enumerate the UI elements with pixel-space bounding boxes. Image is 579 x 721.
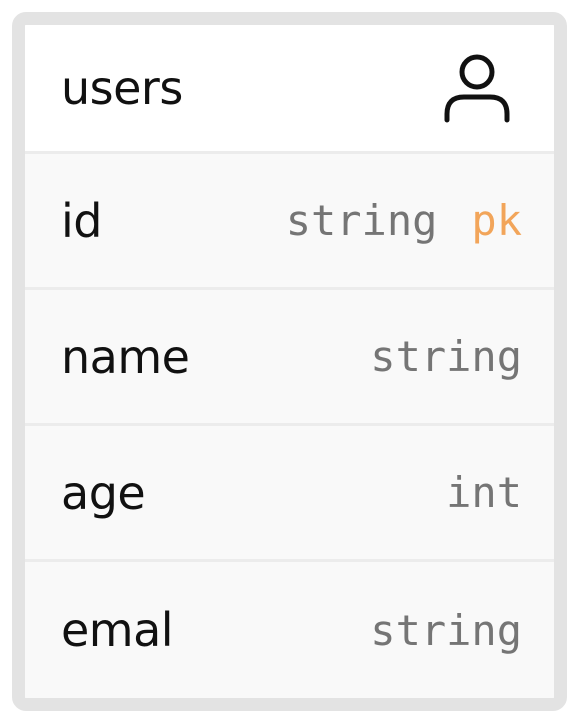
field-type: string — [370, 332, 522, 381]
field-name: id — [61, 193, 102, 248]
field-type: string — [285, 196, 438, 245]
field-meta: string pk — [286, 196, 522, 245]
field-meta: string — [370, 332, 522, 381]
field-name: age — [61, 465, 146, 520]
entity-table-users[interactable]: users id string pk name string age int e… — [12, 12, 567, 711]
primary-key-badge: pk — [471, 196, 522, 245]
field-name: emal — [61, 603, 174, 657]
field-type: int — [446, 468, 522, 517]
field-row-age[interactable]: age int — [25, 426, 554, 562]
field-meta: string — [370, 606, 522, 655]
field-row-name[interactable]: name string — [25, 290, 554, 426]
user-icon — [444, 54, 510, 123]
table-title: users — [61, 61, 183, 115]
field-name: name — [61, 329, 190, 384]
field-meta: int — [446, 468, 522, 517]
field-row-emal[interactable]: emal string — [25, 562, 554, 698]
field-row-id[interactable]: id string pk — [25, 154, 554, 290]
field-type: string — [370, 605, 522, 655]
table-header: users — [25, 25, 554, 154]
